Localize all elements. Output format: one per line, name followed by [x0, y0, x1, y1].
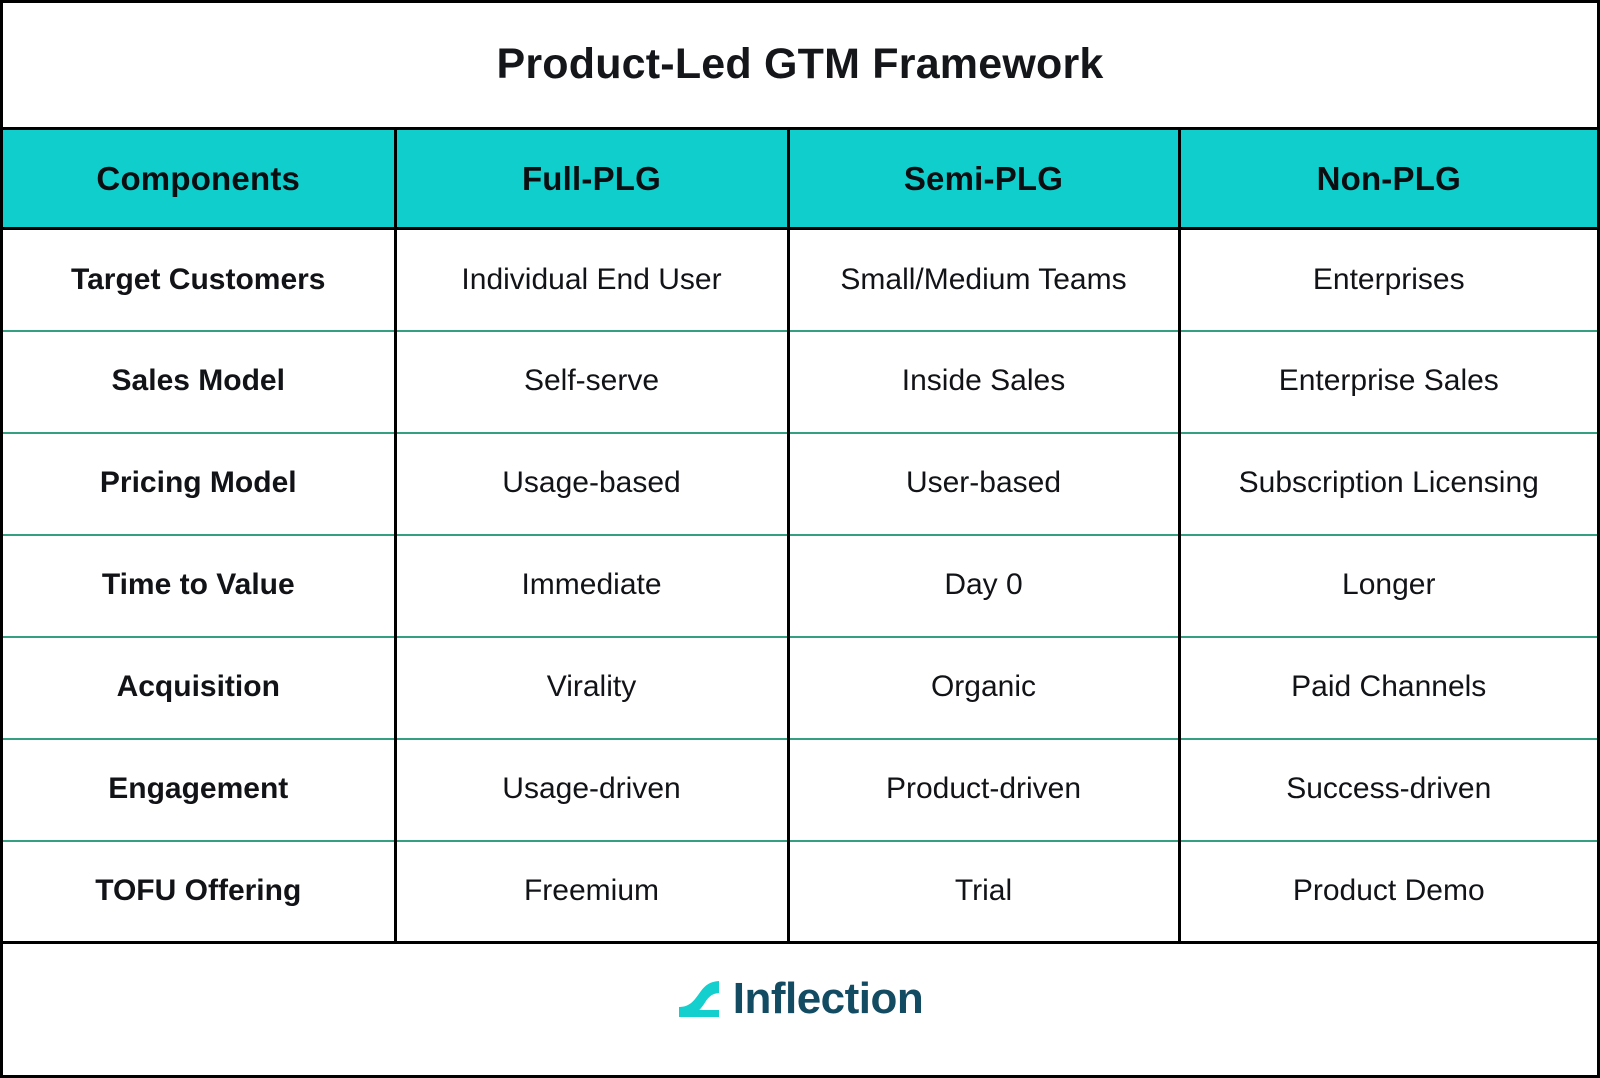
- cell-semi-plg: Organic: [786, 636, 1179, 740]
- cell-non-plg: Success-driven: [1177, 738, 1597, 842]
- cell-non-plg: Subscription Licensing: [1177, 432, 1597, 536]
- cell-component: Time to Value: [3, 534, 395, 638]
- column-header-non-plg: Non-PLG: [1177, 127, 1597, 230]
- cell-non-plg: Enterprises: [1177, 228, 1597, 332]
- page-title: Product-Led GTM Framework: [496, 40, 1104, 89]
- cell-full-plg: Virality: [393, 636, 788, 740]
- footer-band: Inflection: [3, 944, 1597, 1054]
- brand-logo: Inflection: [677, 977, 924, 1021]
- table-row: Time to Value Immediate Day 0 Longer: [3, 534, 1597, 638]
- cell-full-plg: Freemium: [393, 840, 788, 944]
- cell-full-plg: Usage-based: [393, 432, 788, 536]
- table-row: Pricing Model Usage-based User-based Sub…: [3, 432, 1597, 536]
- column-header-full-plg: Full-PLG: [393, 127, 788, 230]
- gtm-framework-table: Components Full-PLG Semi-PLG Non-PLG Tar…: [3, 127, 1597, 944]
- cell-full-plg: Usage-driven: [393, 738, 788, 842]
- cell-semi-plg: Day 0: [786, 534, 1179, 638]
- cell-semi-plg: Small/Medium Teams: [786, 228, 1179, 332]
- column-header-semi-plg: Semi-PLG: [786, 127, 1179, 230]
- title-band: Product-Led GTM Framework: [3, 3, 1597, 127]
- cell-full-plg: Self-serve: [393, 330, 788, 434]
- cell-component: Sales Model: [3, 330, 395, 434]
- table-row: TOFU Offering Freemium Trial Product Dem…: [3, 840, 1597, 944]
- cell-component: TOFU Offering: [3, 840, 395, 944]
- brand-name: Inflection: [732, 974, 924, 1023]
- cell-full-plg: Individual End User: [393, 228, 788, 332]
- cell-component: Engagement: [3, 738, 395, 842]
- cell-semi-plg: Product-driven: [786, 738, 1179, 842]
- cell-non-plg: Paid Channels: [1177, 636, 1597, 740]
- cell-full-plg: Immediate: [393, 534, 788, 638]
- cell-component: Pricing Model: [3, 432, 395, 536]
- table-row: Acquisition Virality Organic Paid Channe…: [3, 636, 1597, 740]
- cell-component: Acquisition: [3, 636, 395, 740]
- table-row: Sales Model Self-serve Inside Sales Ente…: [3, 330, 1597, 434]
- cell-semi-plg: Inside Sales: [786, 330, 1179, 434]
- inflection-slope-mark-icon: [678, 981, 719, 1017]
- cell-semi-plg: User-based: [786, 432, 1179, 536]
- column-header-components: Components: [3, 127, 395, 230]
- cell-non-plg: Product Demo: [1177, 840, 1597, 944]
- cell-non-plg: Longer: [1177, 534, 1597, 638]
- table-header: Components Full-PLG Semi-PLG Non-PLG: [3, 127, 1597, 230]
- table-row: Engagement Usage-driven Product-driven S…: [3, 738, 1597, 842]
- cell-component: Target Customers: [3, 228, 395, 332]
- table-row: Target Customers Individual End User Sma…: [3, 228, 1597, 332]
- cell-semi-plg: Trial: [786, 840, 1179, 944]
- cell-non-plg: Enterprise Sales: [1177, 330, 1597, 434]
- table-body: Target Customers Individual End User Sma…: [3, 228, 1597, 944]
- table-header-row: Components Full-PLG Semi-PLG Non-PLG: [3, 127, 1597, 230]
